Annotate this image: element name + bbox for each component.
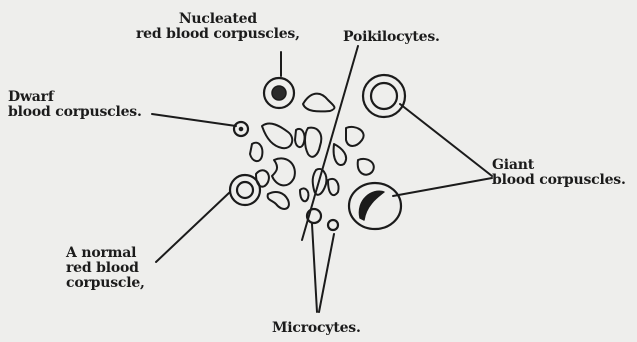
dwarf-leader xyxy=(152,114,236,126)
poikilocyte xyxy=(268,192,289,209)
giant-corpuscle-lower xyxy=(349,183,401,229)
poikilocyte xyxy=(334,144,346,165)
label-nucleated-corpuscles: Nucleated red blood corpuscles, xyxy=(136,12,300,42)
label-normal-corpuscle: A normal red blood corpuscle, xyxy=(66,246,145,291)
label-line: corpuscle, xyxy=(66,276,145,291)
poikilocyte xyxy=(300,188,308,201)
giant-leader-upper xyxy=(400,104,492,176)
label-giant-corpuscles: Giant blood corpuscles. xyxy=(492,158,626,188)
label-line: red blood corpuscles, xyxy=(136,27,300,42)
label-line: Giant xyxy=(492,158,626,173)
poikilocyte xyxy=(272,158,295,185)
giant-leader-lower xyxy=(393,178,492,196)
label-line: Dwarf xyxy=(8,90,142,105)
label-dwarf-corpuscles: Dwarf blood corpuscles. xyxy=(8,90,142,120)
microcytes-leader-right xyxy=(319,234,334,312)
poikilocyte xyxy=(305,128,321,157)
label-poikilocytes: Poikilocytes. xyxy=(343,30,440,45)
microcyte xyxy=(328,220,338,230)
poikilocyte xyxy=(346,127,364,146)
poikilocyte xyxy=(358,159,374,175)
poikilocyte xyxy=(256,170,269,186)
leader-lines xyxy=(152,46,492,312)
poikilocyte xyxy=(328,179,339,195)
poikilocyte xyxy=(250,143,262,161)
poikilocyte xyxy=(303,94,334,112)
label-line: A normal xyxy=(66,246,145,261)
label-line: blood corpuscles. xyxy=(492,173,626,188)
label-microcytes: Microcytes. xyxy=(272,321,361,336)
label-line: Nucleated xyxy=(136,12,300,27)
label-line: red blood xyxy=(66,261,145,276)
poikilocyte xyxy=(262,124,292,149)
poikilocyte xyxy=(295,129,305,147)
dwarf-corpuscle xyxy=(234,122,248,136)
label-line: Poikilocytes. xyxy=(343,30,440,45)
microcytes-leader-left xyxy=(312,224,317,312)
normal-leader xyxy=(156,192,230,262)
nucleated-corpuscle xyxy=(264,78,294,108)
giant-corpuscle-upper xyxy=(363,75,405,117)
label-line: blood corpuscles. xyxy=(8,105,142,120)
label-line: Microcytes. xyxy=(272,321,361,336)
